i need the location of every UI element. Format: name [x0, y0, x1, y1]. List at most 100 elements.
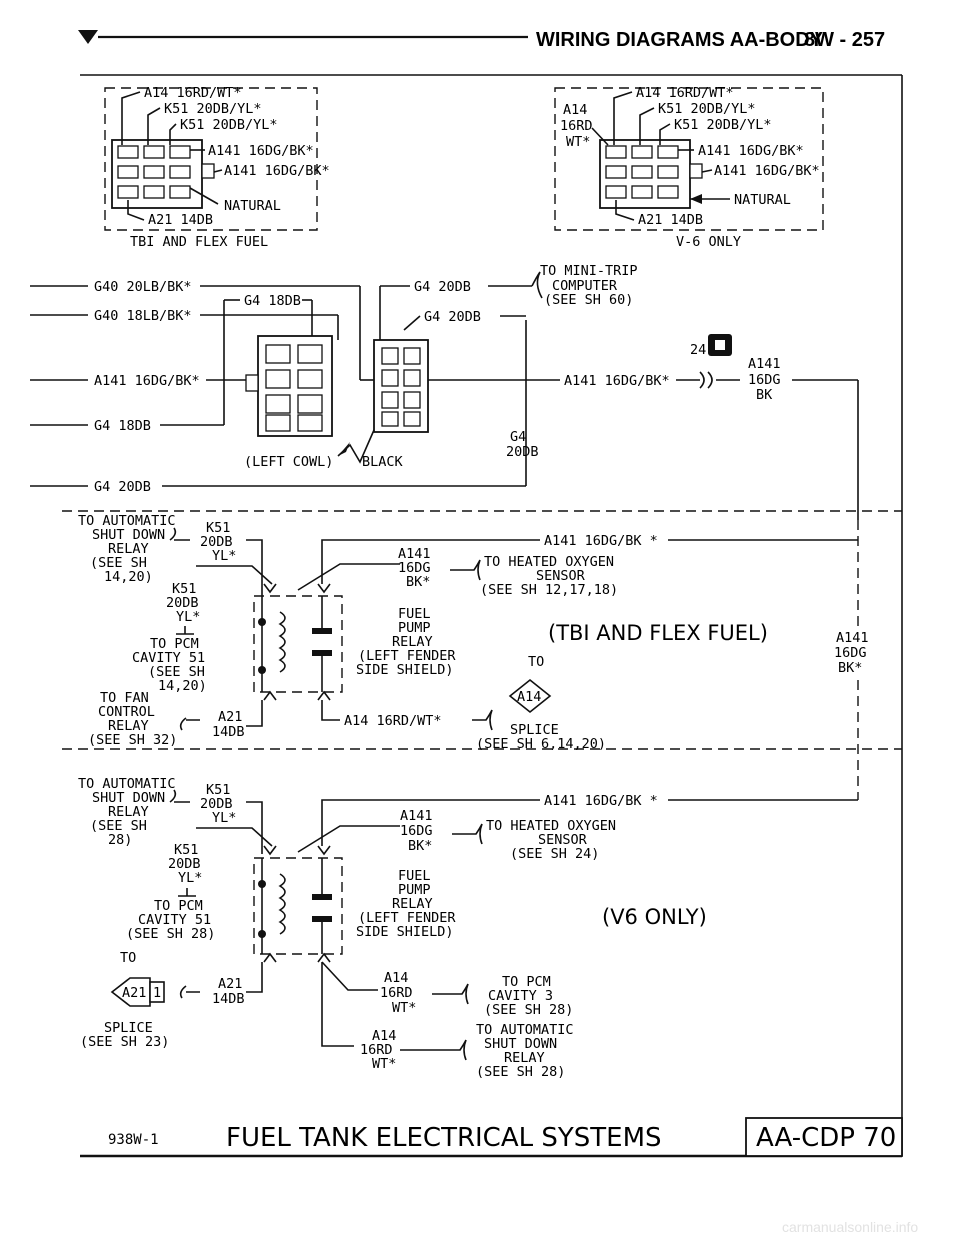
leader	[639, 107, 655, 145]
shutdown-label: SHUT DOWN	[92, 790, 165, 806]
wire-label: 16RD	[360, 1042, 393, 1058]
connector-tbi-box	[104, 87, 318, 231]
leader	[213, 169, 223, 173]
wire-label: K51 20DB/YL*	[674, 117, 772, 133]
connector-v6: A14 16RD/WT* K51 20DB/YL* K51 20DB/YL* A…	[554, 85, 824, 250]
wire-label: 14DB	[212, 724, 245, 740]
wire	[246, 962, 263, 993]
relay-label: (LEFT FENDER	[358, 648, 456, 664]
wire-break	[432, 983, 469, 1005]
pin	[403, 369, 421, 387]
connector-tbi: A14 16RD/WT* K51 20DB/YL* K51 20DB/YL* A…	[104, 85, 330, 250]
footer-ref: AA-CDP 70	[756, 1123, 896, 1153]
wire-label: A141 16DG/BK*	[94, 373, 200, 389]
footer-ref-box	[745, 1117, 903, 1157]
wire-label: 16RD	[380, 985, 413, 1001]
wire-label: BK*	[408, 838, 432, 854]
heated-label: TO HEATED OXYGEN	[484, 554, 614, 570]
wire-label: A141 16DG/BK *	[544, 793, 658, 809]
pcm-label: CAVITY 51	[138, 912, 211, 928]
pin	[117, 185, 139, 199]
wire-label: G4 20DB	[94, 479, 151, 495]
asd-label: RELAY	[504, 1050, 545, 1066]
connector-number: 24	[690, 342, 706, 358]
watermark: carmanualsonline.info	[782, 1219, 918, 1235]
leader	[615, 200, 635, 221]
v6-section: TO AUTOMATIC SHUT DOWN RELAY (SEE SH 28)…	[78, 776, 707, 1080]
pin	[403, 347, 421, 365]
wire-break	[472, 709, 493, 731]
pcm-label: 14,20)	[158, 678, 207, 694]
connector-break-icon	[699, 371, 713, 389]
wire-break	[400, 1039, 467, 1061]
wire	[321, 799, 540, 846]
relay-label: RELAY	[392, 634, 433, 650]
pin	[381, 369, 399, 387]
leader	[701, 169, 713, 173]
wire-label: A141	[836, 630, 869, 646]
wire-label: A141 16DG/BK *	[544, 533, 658, 549]
header-title: WIRING DIAGRAMS AA-BODY	[536, 29, 824, 51]
wire-label: 20DB	[166, 595, 199, 611]
wire-label: YL*	[212, 810, 236, 826]
fan-label: TO FAN	[100, 690, 149, 706]
side-label: 16RD	[560, 118, 593, 134]
pin	[169, 165, 191, 179]
wire-label: G4 20DB	[414, 279, 471, 295]
relay-switch	[312, 894, 332, 900]
footer: 938W-1 FUEL TANK ELECTRICAL SYSTEMS AA-C…	[108, 1117, 903, 1157]
shutdown-label: 28)	[108, 832, 132, 848]
relay-node	[258, 666, 266, 674]
wire-label: K51 20DB/YL*	[164, 101, 262, 117]
heated-label: TO HEATED OXYGEN	[486, 818, 616, 834]
pin	[631, 185, 653, 199]
connector-v6-box	[554, 87, 824, 231]
wire-label: A21	[218, 976, 242, 992]
heated-label: (SEE SH 24)	[510, 846, 599, 862]
wire	[321, 961, 378, 991]
wire	[297, 563, 400, 591]
pin	[381, 347, 399, 365]
pin	[169, 145, 191, 159]
pin	[143, 145, 165, 159]
relay-label: FUEL	[398, 868, 431, 884]
pin	[265, 369, 291, 389]
wire	[321, 962, 354, 1047]
splice-id: A14	[517, 689, 541, 705]
shutdown-label: (SEE SH	[90, 818, 147, 834]
pin	[381, 411, 399, 427]
splice-diamond-icon	[508, 678, 552, 714]
wire-label: G4 18DB	[244, 293, 301, 309]
pin	[631, 145, 653, 159]
wire-label: K51 20DB/YL*	[658, 101, 756, 117]
mini-trip-label: COMPUTER	[552, 278, 618, 294]
relay-label: PUMP	[398, 620, 431, 636]
leader	[121, 91, 141, 145]
pin	[657, 185, 679, 199]
relay-label: (LEFT FENDER	[358, 910, 456, 926]
connector-24-icon-hole	[715, 340, 725, 350]
cowl-section: 24 G40 20LB/BK* G40 18LB/BK* A141 16DG/B…	[30, 263, 859, 520]
footer-code: 938W-1	[108, 1132, 159, 1148]
splice-label: SPLICE	[510, 722, 559, 738]
terminal-icon	[263, 845, 331, 856]
wire-label: YL*	[212, 548, 236, 564]
relay-label: RELAY	[392, 896, 433, 912]
wire-label: G4	[510, 429, 526, 445]
fan-label: (SEE SH 32)	[88, 732, 177, 748]
relay-label: PUMP	[398, 882, 431, 898]
wire	[246, 700, 263, 727]
splice-label: (SEE SH 23)	[80, 1034, 169, 1050]
pin	[657, 165, 679, 179]
splice-label: (SEE SH 6,14,20)	[476, 736, 606, 752]
to-label: TO	[528, 654, 544, 670]
mini-trip-label: (SEE SH 60)	[544, 292, 633, 308]
wire-label: YL*	[178, 870, 202, 886]
asd-label: SHUT DOWN	[484, 1036, 557, 1052]
connector-tab	[201, 163, 215, 179]
pin	[605, 185, 627, 199]
pcm-label: TO PCM	[150, 636, 199, 652]
pin	[265, 344, 291, 364]
wire-label: NATURAL	[734, 192, 791, 208]
footer-title: FUEL TANK ELECTRICAL SYSTEMS	[226, 1123, 662, 1153]
